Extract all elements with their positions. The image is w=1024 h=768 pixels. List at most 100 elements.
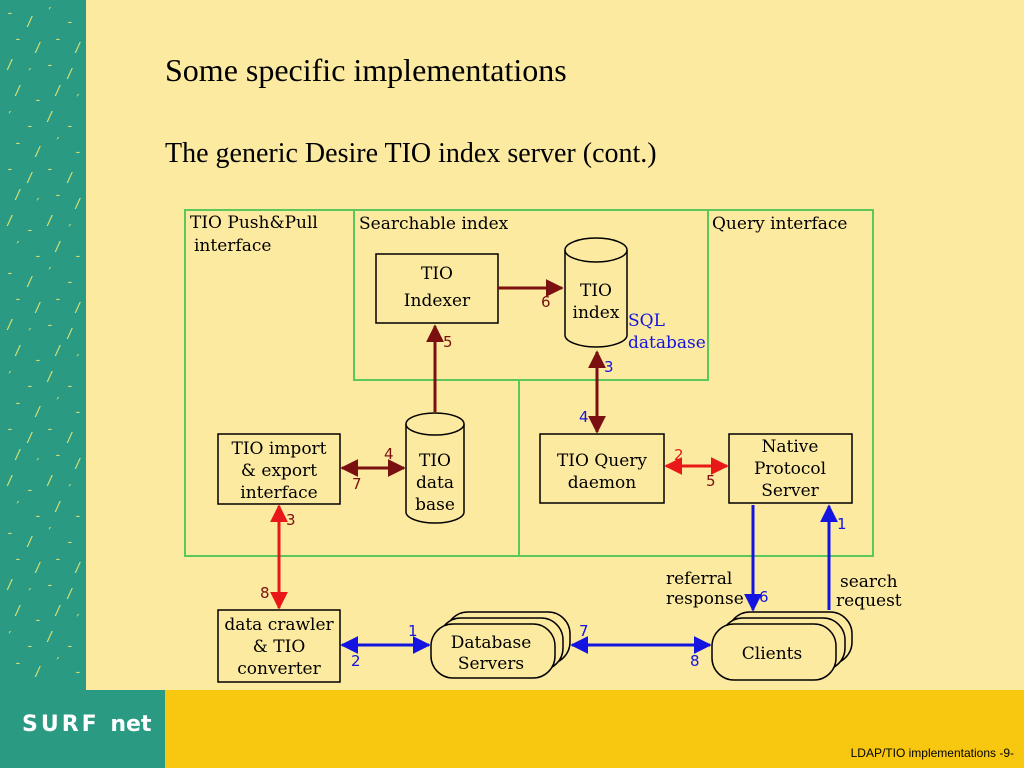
sidebar-pattern-mark: - (46, 162, 54, 177)
sidebar-pattern-mark: / (46, 474, 54, 489)
sidebar-pattern-mark: - (66, 639, 74, 654)
clients-stack (711, 611, 853, 681)
tio-import-export-line3: interface (240, 483, 317, 503)
tio-data-base-cylinder (405, 412, 465, 524)
logo-suffix: net (110, 712, 152, 737)
sidebar-pattern-mark: ′ (74, 353, 82, 368)
sidebar-pattern-mark: - (54, 32, 62, 47)
database-servers-line2: Servers (458, 654, 524, 674)
sidebar-pattern-mark: / (14, 188, 22, 203)
sidebar-pattern-mark: / (6, 214, 14, 229)
sidebar-pattern-mark: ′ (54, 396, 62, 411)
step-crawler-to-import: 8 (260, 584, 270, 602)
sidebar-pattern-mark: / (66, 587, 74, 602)
sidebar-pattern-mark: / (34, 301, 42, 316)
sidebar-pattern-mark: / (6, 318, 14, 333)
sidebar-pattern-mark: - (66, 275, 74, 290)
sidebar-pattern-mark: - (66, 535, 74, 550)
sidebar-pattern-mark: - (46, 58, 54, 73)
sidebar-pattern-mark: ′ (74, 613, 82, 628)
data-crawler-line3: converter (237, 659, 321, 679)
sidebar-pattern-mark: - (6, 266, 14, 281)
sidebar-pattern-mark: / (26, 431, 34, 446)
sidebar-pattern-mark: / (6, 578, 14, 593)
tio-query-daemon-box (539, 433, 665, 504)
sidebar-pattern-mark: - (74, 665, 82, 680)
sidebar-pattern-mark: - (14, 136, 22, 151)
sidebar-pattern-mark: - (14, 32, 22, 47)
sidebar-pattern-mark: ′ (34, 197, 42, 212)
sidebar-pattern-mark: - (26, 639, 34, 654)
query-interface-label: Query interface (712, 214, 848, 234)
native-protocol-server-line2: Protocol (754, 459, 826, 479)
step-database-to-import: 7 (352, 475, 362, 493)
step-daemon-to-server: 2 (674, 446, 684, 464)
tio-index-line1: TIO (580, 281, 612, 301)
sidebar-pattern-mark: / (46, 110, 54, 125)
region-frames (184, 209, 874, 557)
sidebar-pattern-mark: ′ (26, 67, 34, 82)
data-crawler-line2: & TIO (253, 637, 306, 657)
step-import-to-crawler: 3 (286, 511, 296, 529)
push-pull-label-1: TIO Push&Pull (190, 213, 318, 233)
sidebar-pattern-mark: / (54, 240, 62, 255)
sidebar-pattern-mark: - (6, 422, 14, 437)
push-pull-label-2: interface (194, 236, 271, 256)
sidebar-pattern-mark: ′ (46, 266, 54, 281)
sidebar-pattern-mark: - (14, 656, 22, 671)
step-clients-to-dbservers: 8 (690, 652, 700, 670)
sidebar-pattern-mark: / (14, 84, 22, 99)
sidebar-pattern-mark: ′ (6, 630, 14, 645)
tio-data-base-line1: TIO (419, 451, 451, 471)
sidebar-pattern-mark: - (34, 353, 42, 368)
sidebar-pattern-mark: - (66, 379, 74, 394)
sidebar-pattern-mark: - (14, 552, 22, 567)
sidebar-pattern-mark: ′ (6, 110, 14, 125)
step-crawler-to-dbservers: 1 (408, 622, 418, 640)
tio-query-daemon-line1: TIO Query (557, 451, 647, 471)
blue-arrows (340, 504, 838, 654)
sidebar-pattern-mark: / (74, 301, 82, 316)
sidebar-pattern-mark: - (54, 188, 62, 203)
sql-database-line1: SQL (628, 311, 665, 331)
step-dbservers-to-clients: 7 (579, 622, 589, 640)
sidebar-pattern-mark: / (74, 197, 82, 212)
sidebar-pattern-mark: / (14, 448, 22, 463)
step-dbservers-to-crawler: 2 (351, 652, 361, 670)
sidebar-pattern-mark: - (54, 552, 62, 567)
sidebar-pattern-mark: - (74, 249, 82, 264)
sidebar-pattern-mark: / (34, 41, 42, 56)
sidebar-pattern-mark: / (74, 41, 82, 56)
tio-indexer-line1: TIO (421, 264, 453, 284)
step-server-to-daemon: 5 (706, 472, 716, 490)
slide-subtitle: The generic Desire TIO index server (con… (165, 138, 657, 169)
red-arrows (270, 457, 729, 610)
referral-response-line2: response (666, 589, 744, 609)
sidebar-pattern-mark: / (46, 630, 54, 645)
sidebar-pattern-mark: - (26, 119, 34, 134)
sidebar-pattern-mark: ′ (26, 587, 34, 602)
sidebar-pattern-mark: / (54, 344, 62, 359)
sidebar-pattern-mark: - (46, 578, 54, 593)
sidebar-pattern-mark: - (46, 422, 54, 437)
sidebar-pattern-mark: - (74, 145, 82, 160)
sql-database-line2: database (628, 333, 706, 353)
sidebar-pattern-mark: / (34, 561, 42, 576)
slide-footer: LDAP/TIO implementations -9- (850, 746, 1014, 760)
sidebar-pattern-mark: / (6, 58, 14, 73)
sidebar-pattern-mark: ′ (14, 500, 22, 515)
sidebar-pattern-mark: ′ (14, 240, 22, 255)
sidebar-pattern-mark: ′ (26, 327, 34, 342)
sidebar-pattern-mark: - (74, 509, 82, 524)
sidebar-pattern-mark: - (6, 526, 14, 541)
sidebar-pattern-mark: / (66, 67, 74, 82)
sidebar-pattern-mark: - (74, 405, 82, 420)
tio-import-export-box (217, 433, 341, 505)
sidebar-pattern-mark: / (26, 275, 34, 290)
sidebar-pattern-mark: - (34, 509, 42, 524)
slide-title: Some specific implementations (165, 52, 567, 88)
sidebar-pattern-mark: - (6, 162, 14, 177)
tio-import-export-line1: TIO import (231, 439, 326, 459)
sidebar-pattern-mark: - (26, 483, 34, 498)
